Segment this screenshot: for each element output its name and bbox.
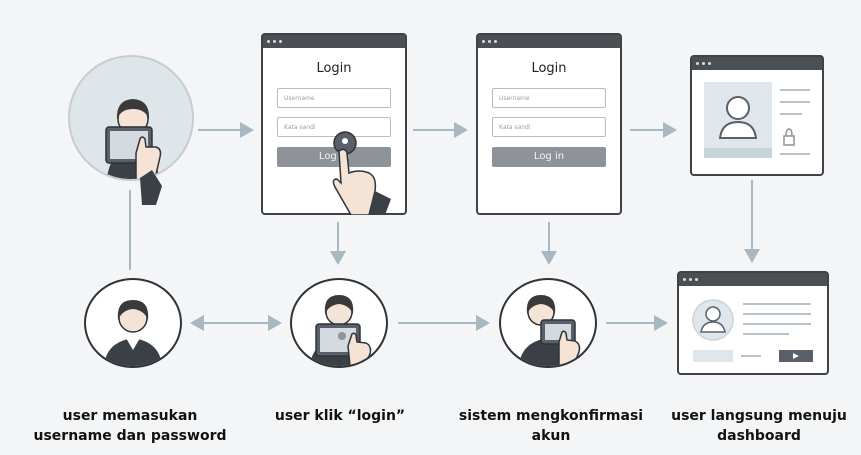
login-window-2: Login Username Kata sandi Log in: [476, 33, 622, 215]
window-dot-icon: [689, 278, 692, 281]
profile-content: [704, 82, 810, 158]
caption-step3: sistem mengkonfirmasi akun: [446, 406, 656, 446]
login-title: Login: [531, 61, 567, 76]
window-dot-icon: [683, 278, 686, 281]
window-dot-icon: [273, 40, 276, 43]
login-button[interactable]: Log in: [492, 147, 606, 167]
caption-step4-line2: dashboard: [717, 428, 801, 444]
window-dot-icon: [702, 62, 705, 65]
window-dot-icon: [279, 40, 282, 43]
profile-window: [690, 55, 824, 176]
caption-step4-line1: user langsung menuju: [671, 408, 847, 424]
window-dot-icon: [695, 278, 698, 281]
user-avatar-illustration: [104, 300, 162, 366]
window-titlebar: [692, 57, 822, 70]
user-click-illustration: [310, 295, 372, 366]
lock-icon: [783, 135, 795, 146]
window-titlebar: [263, 35, 405, 48]
avatar-icon: [705, 306, 721, 322]
window-titlebar: [478, 35, 620, 48]
username-field[interactable]: Username: [492, 88, 606, 108]
window-dot-icon: [488, 40, 491, 43]
step1-user-circle: [84, 278, 182, 368]
caption-step1: user memasukan username dan password: [14, 406, 246, 446]
caption-step2: user klik “login”: [252, 406, 428, 426]
user-confirm-illustration: [519, 295, 581, 366]
dashboard-content: [692, 299, 813, 362]
window-titlebar: [679, 273, 827, 286]
dashboard-window: [677, 271, 829, 375]
login-title: Login: [316, 61, 352, 76]
login-window-1: Login Username Kata sandi Log in: [261, 33, 407, 215]
window-dot-icon: [708, 62, 711, 65]
caption-step2-line1: user klik “login”: [274, 408, 406, 424]
window-dot-icon: [267, 40, 270, 43]
username-field[interactable]: Username: [277, 88, 391, 108]
caption-step3-line2: akun: [531, 428, 571, 444]
window-dot-icon: [482, 40, 485, 43]
caption-step1-line1: user memasukan: [62, 408, 198, 424]
login-button[interactable]: Log in: [277, 147, 391, 167]
caption-step1-line2: username dan password: [33, 428, 227, 444]
user-tablet-circle: [68, 55, 194, 181]
step3-confirm-circle: [499, 278, 597, 368]
user-with-tablet-illustration: [105, 99, 162, 179]
avatar-icon: [726, 96, 750, 120]
window-dot-icon: [696, 62, 699, 65]
caption-step3-line1: sistem mengkonfirmasi: [458, 408, 644, 424]
pointing-hand-icon: [332, 131, 391, 215]
password-field[interactable]: Kata sandi: [492, 117, 606, 137]
window-dot-icon: [494, 40, 497, 43]
caption-step4: user langsung menuju dashboard: [661, 406, 857, 446]
password-field[interactable]: Kata sandi: [277, 117, 391, 137]
step2-click-circle: [290, 278, 388, 368]
